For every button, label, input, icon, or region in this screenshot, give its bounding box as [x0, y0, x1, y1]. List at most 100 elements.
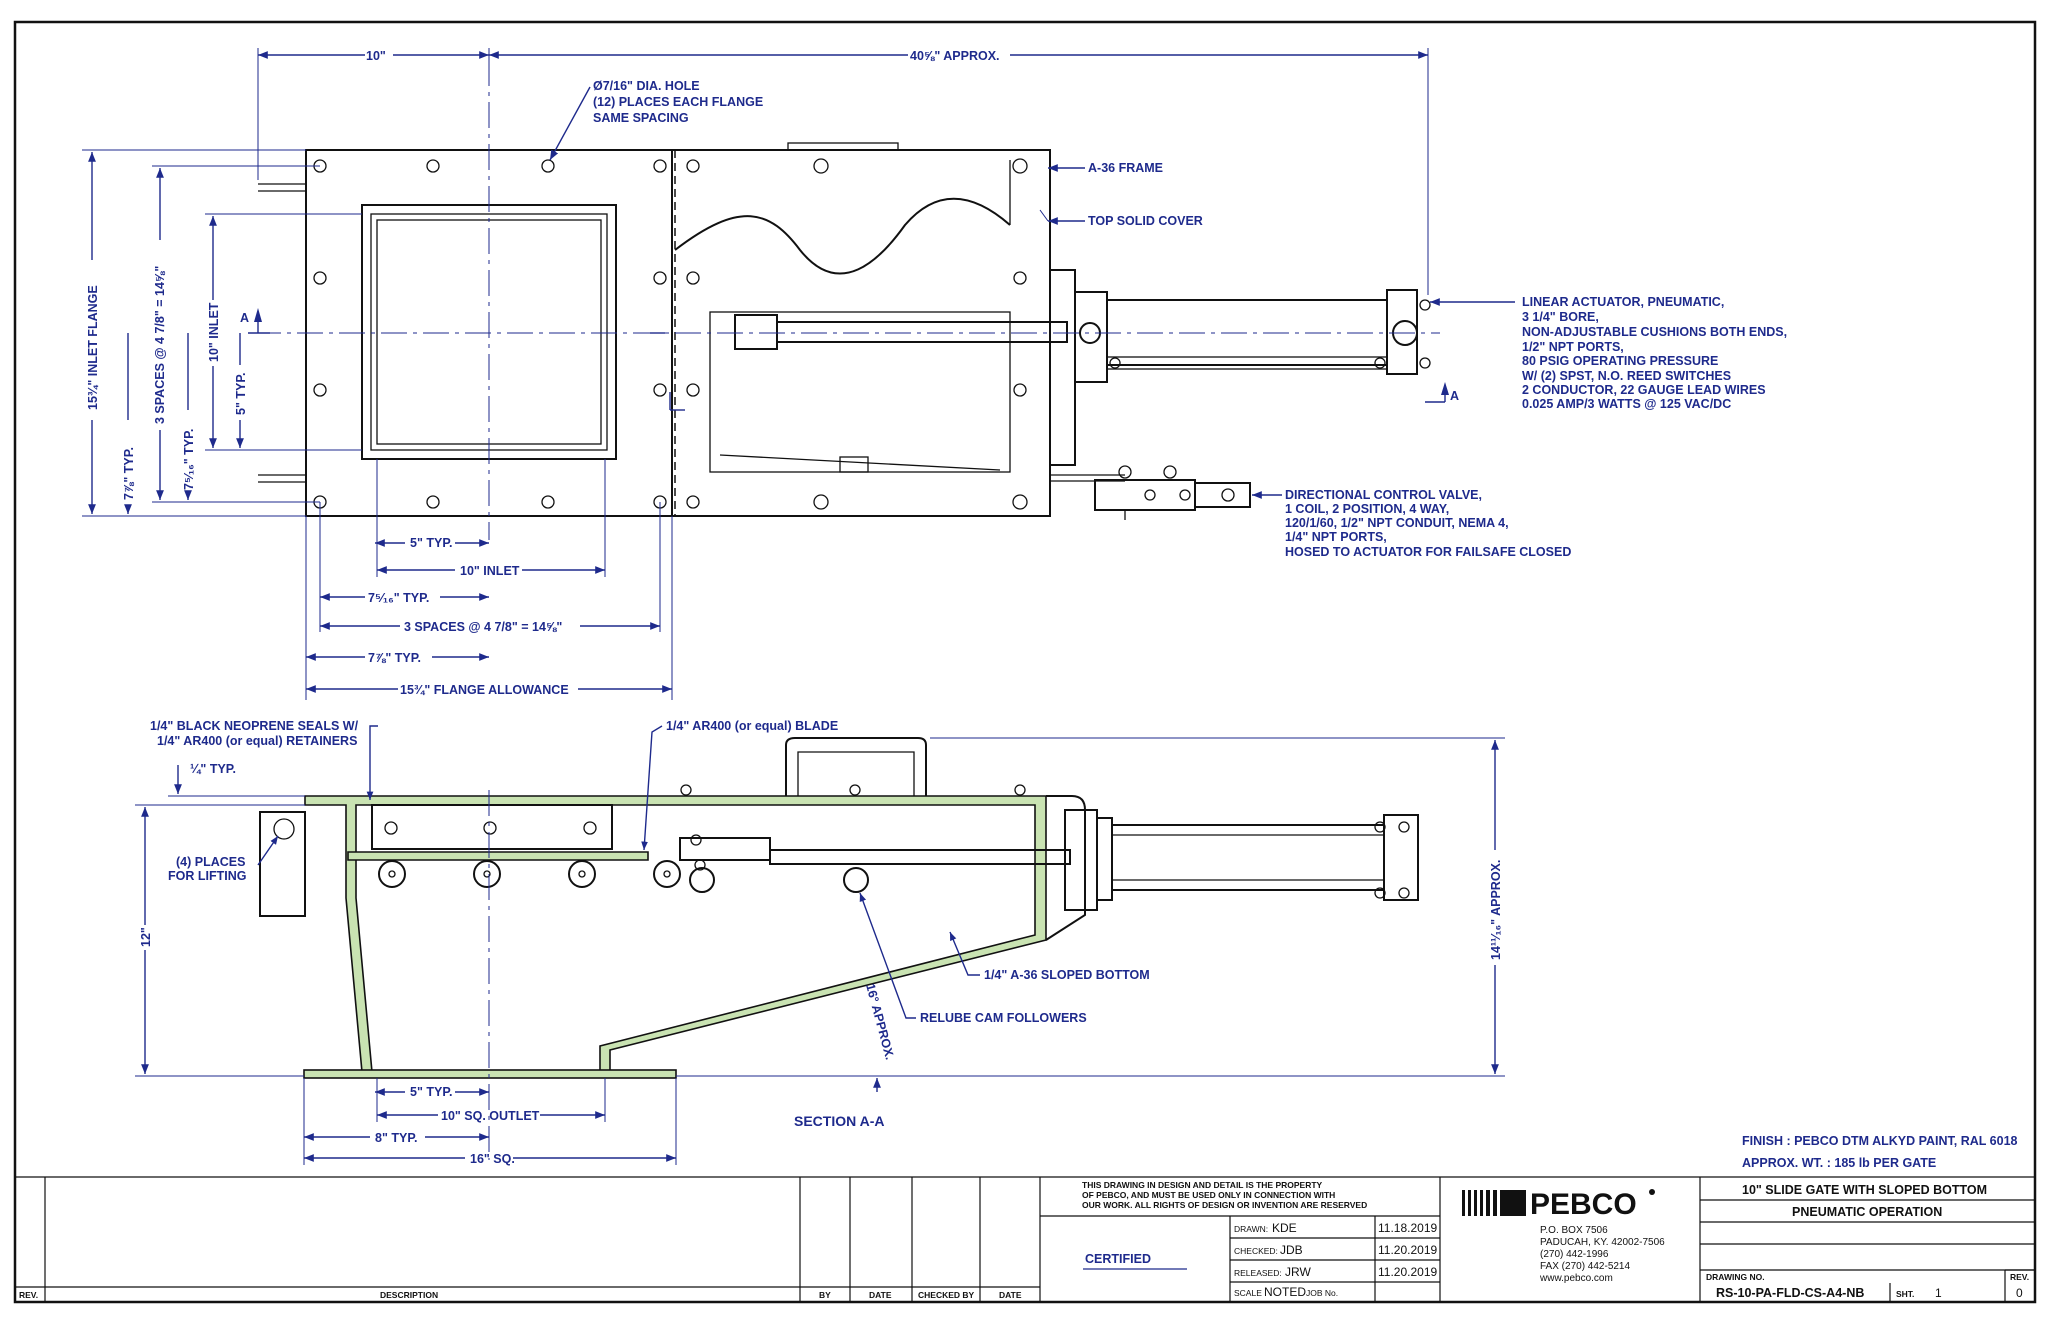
valve-note-5: HOSED TO ACTUATOR FOR FAILSAFE CLOSED [1285, 545, 1571, 559]
released-label: RELEASED: [1234, 1268, 1282, 1278]
dim-inlet-10-v: 10" INLET [207, 302, 221, 362]
actuator-note-4: 1/2" NPT PORTS, [1522, 340, 1624, 354]
released-date: 11.20.2019 [1378, 1265, 1437, 1279]
date-col-header: DATE [869, 1290, 892, 1300]
directional-control-valve [1050, 465, 1251, 520]
dim-5-typ-v: 5" TYP. [234, 372, 248, 415]
hole-note-3: SAME SPACING [593, 111, 689, 125]
slide-gate-body-section [304, 795, 1047, 1073]
valve-note-2: 1 COIL, 2 POSITION, 4 WAY, [1285, 502, 1449, 516]
scale-label: SCALE [1234, 1288, 1262, 1298]
seals-note-1: 1/4" BLACK NEOPRENE SEALS W/ [150, 719, 359, 733]
dim-7-16-v: 7⁵⁄₁₆" TYP. [182, 429, 196, 490]
sloped-bottom-note: 1/4" A-36 SLOPED BOTTOM [984, 968, 1150, 982]
rev-label: REV. [2010, 1272, 2029, 1282]
lifting-note-1: (4) PLACES [176, 855, 245, 869]
drawn-label: DRAWN: [1234, 1224, 1268, 1234]
operation-title: PNEUMATIC OPERATION [1792, 1205, 1942, 1219]
height-approx-dim: 14¹¹⁄₁₆" APPROX. [1489, 860, 1503, 960]
flange-holes [313, 159, 667, 509]
by-col-header: BY [819, 1290, 831, 1300]
checked-by: JDB [1280, 1243, 1303, 1257]
outlet-8-dim: 8" TYP. [375, 1131, 418, 1145]
section-title: SECTION A-A [794, 1113, 884, 1129]
frame-label: A-36 FRAME [1088, 161, 1163, 175]
address-3: (270) 442-1996 [1540, 1249, 1609, 1260]
sheet-label: SHT. [1896, 1289, 1914, 1299]
valve-note: DIRECTIONAL CONTROL VALVE, 1 COIL, 2 POS… [1285, 488, 1571, 559]
sheet-number: 1 [1935, 1286, 1942, 1300]
cam-followers [378, 860, 869, 893]
drawing-no-label: DRAWING NO. [1706, 1272, 1765, 1282]
company-name: PEBCO [1530, 1188, 1637, 1221]
checked-col-header: CHECKED BY [918, 1290, 975, 1300]
lifting-note-2: FOR LIFTING [168, 869, 246, 883]
actuator-note: LINEAR ACTUATOR, PNEUMATIC, 3 1/4" BORE,… [1522, 295, 1787, 411]
drawn-by: KDE [1272, 1221, 1297, 1235]
property-note-2: OF PEBCO, AND MUST BE USED ONLY IN CONNE… [1082, 1190, 1335, 1200]
drawing-no: RS-10-PA-FLD-CS-A4-NB [1716, 1286, 1864, 1300]
angle-note: 16° APPROX. [863, 982, 897, 1061]
valve-note-3: 120/1/60, 1/2" NPT CONDUIT, NEMA 4, [1285, 516, 1509, 530]
released-by: JRW [1285, 1265, 1311, 1279]
weight-note: APPROX. WT. : 185 lb PER GATE [1742, 1156, 1936, 1170]
cover-cutaway [674, 197, 1011, 275]
section-marker-a: A A [240, 308, 1459, 411]
rev-number: 0 [2016, 1286, 2023, 1300]
actuator-note-5: 80 PSIG OPERATING PRESSURE [1522, 354, 1718, 368]
handle [785, 737, 927, 796]
cover-label: TOP SOLID COVER [1088, 214, 1203, 228]
dim-overall-length: 40⅝" APPROX. [910, 49, 1000, 63]
dim-10-top: 10" [366, 49, 386, 63]
dim-inlet-flange-v: 15¾" INLET FLANGE [86, 285, 100, 410]
valve-note-4: 1/4" NPT PORTS, [1285, 530, 1387, 544]
height-12-dim: 12" [139, 927, 153, 947]
top-view: A A 10" 40⅝" APPROX. Ø7/16" DIA. HOLE (1… [82, 48, 1787, 700]
dim-spaces-v: 3 SPACES @ 4 7/8" = 14⅝" [153, 266, 167, 424]
finish-note: FINISH : PEBCO DTM ALKYD PAINT, RAL 6018 [1742, 1134, 2018, 1148]
seals-note-2: 1/4" AR400 (or equal) RETAINERS [157, 734, 357, 748]
drawn-date: 11.18.2019 [1378, 1221, 1437, 1235]
outlet-5-typ: 5" TYP. [410, 1085, 453, 1099]
checked-label: CHECKED: [1234, 1246, 1278, 1256]
actuator-note-1: LINEAR ACTUATOR, PNEUMATIC, [1522, 295, 1724, 309]
quarter-typ-note: ¼" TYP. [190, 762, 236, 776]
hole-note-2: (12) PLACES EACH FLANGE [593, 95, 763, 109]
dim-7-8-h: 7⅞" TYP. [368, 651, 421, 665]
actuator-note-8: 0.025 AMP/3 WATTS @ 125 VAC/DC [1522, 397, 1731, 411]
dim-5-typ-h: 5" TYP. [410, 536, 453, 550]
address-4: FAX (270) 442-5214 [1540, 1261, 1630, 1272]
description-col-header: DESCRIPTION [380, 1290, 438, 1300]
actuator-note-6: W/ (2) SPST, N.O. REED SWITCHES [1522, 369, 1731, 383]
blade-section [347, 851, 649, 861]
section-a-label-right: A [1450, 389, 1459, 403]
outlet-16-dim: 16" SQ. [470, 1152, 515, 1166]
actuator-note-3: NON-ADJUSTABLE CUSHIONS BOTH ENDS, [1522, 325, 1787, 339]
dim-7-8-v: 7⅞" TYP. [122, 447, 136, 500]
address-1: P.O. BOX 7506 [1540, 1225, 1608, 1236]
section-a-label-left: A [240, 311, 249, 325]
cam-followers-note: RELUBE CAM FOLLOWERS [920, 1011, 1087, 1025]
address-2: PADUCAH, KY. 42002-7506 [1540, 1237, 1665, 1248]
dim-7-16-h: 7⁵⁄₁₆" TYP. [368, 591, 429, 605]
scale-value: NOTED [1264, 1285, 1306, 1299]
drawing-border [13, 20, 2037, 1304]
lifting-lug [259, 811, 306, 917]
certified-stamp: CERTIFIED [1085, 1252, 1151, 1266]
actuator-note-2: 3 1/4" BORE, [1522, 310, 1599, 324]
dim-inlet-10-h: 10" INLET [460, 564, 520, 578]
rev-col-header: REV. [19, 1290, 38, 1300]
blade-note: 1/4" AR400 (or equal) BLADE [666, 719, 838, 733]
valve-note-1: DIRECTIONAL CONTROL VALVE, [1285, 488, 1482, 502]
linear-actuator [1049, 269, 1076, 466]
section-view: 1/4" BLACK NEOPRENE SEALS W/ 1/4" AR400 … [135, 719, 1505, 1166]
property-note-3: OUR WORK. ALL RIGHTS OF DESIGN OR INVENT… [1082, 1200, 1367, 1210]
dim-flange-allowance: 15¾" FLANGE ALLOWANCE [400, 683, 569, 697]
address-5: www.pebco.com [1539, 1273, 1613, 1284]
job-label: JOB No. [1306, 1288, 1338, 1298]
checked-date: 11.20.2019 [1378, 1243, 1437, 1257]
date2-col-header: DATE [999, 1290, 1022, 1300]
property-note-1: THIS DRAWING IN DESIGN AND DETAIL IS THE… [1082, 1180, 1323, 1190]
title-block: REV. DESCRIPTION BY DATE CHECKED BY DATE… [15, 1176, 2035, 1302]
